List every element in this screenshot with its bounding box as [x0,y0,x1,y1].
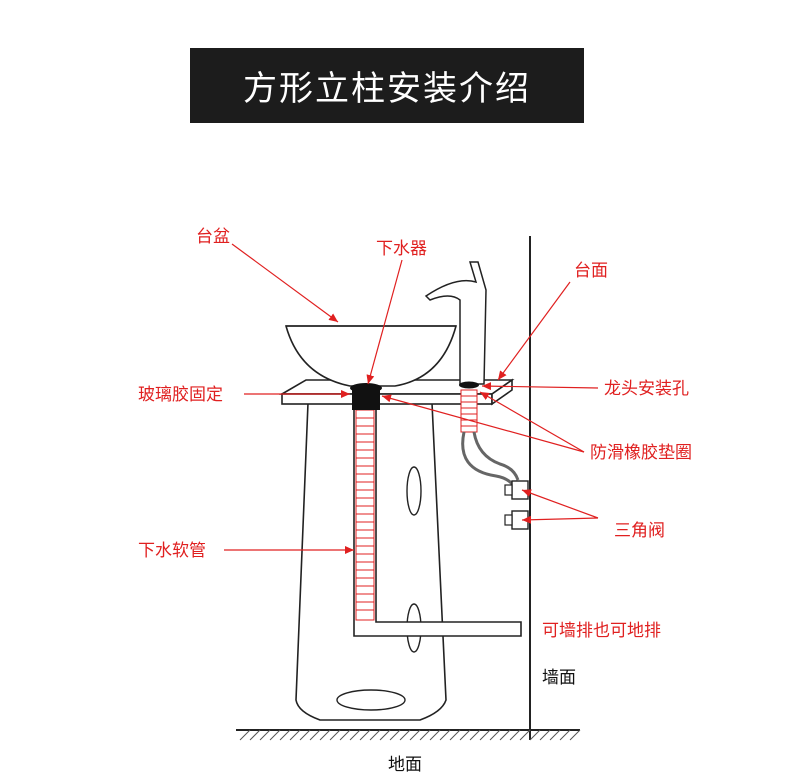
label-drain: 下水器 [376,239,427,259]
arrow-drain [366,259,403,385]
faucet [424,261,487,389]
label-wall-or-floor-drain: 可墙排也可地排 [542,621,661,641]
floor [236,729,581,741]
arrow-faucet-hole [481,382,599,391]
arrow-valve-upper [521,489,599,519]
drain-fitting [350,383,382,410]
arrow-valve-lower [521,515,599,524]
label-rubber-gasket: 防滑橡胶垫圈 [590,443,692,463]
label-angle-valve: 三角阀 [614,521,665,541]
drain-hose [355,409,375,621]
label-glass-glue: 玻璃胶固定 [138,385,223,405]
arrow-basin [231,243,339,323]
basin-bowl [284,325,458,387]
page-title: 方形立柱安装介绍 [243,69,531,109]
label-floor: 地面 [388,755,422,774]
annotation-arrows [224,243,599,554]
arrow-gasket-faucet [479,391,585,453]
label-countertop: 台面 [574,261,608,281]
label-drain-hose: 下水软管 [138,541,206,561]
angle-valve-upper [504,480,529,500]
label-faucet-hole: 龙头安装孔 [604,379,689,399]
arrow-gasket-drain [381,394,585,453]
arrow-countertop [497,281,571,381]
label-basin: 台盆 [196,227,230,247]
label-wall: 墙面 [542,668,576,688]
title-bar: 方形立柱安装介绍 [190,48,584,123]
